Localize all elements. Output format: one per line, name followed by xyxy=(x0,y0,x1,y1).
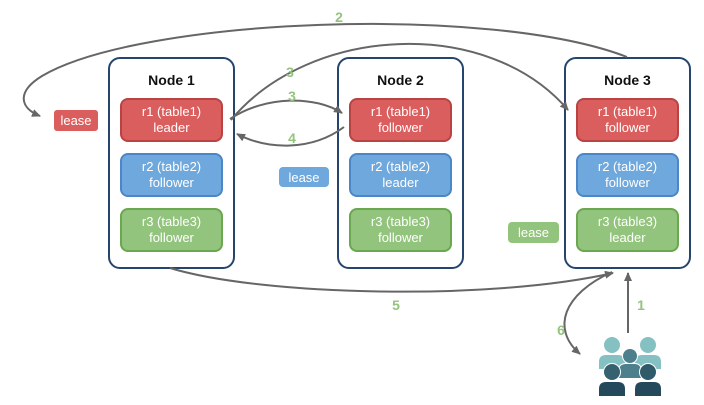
node-1-replica-r1: r1 (table1) leader xyxy=(120,98,223,142)
user-head xyxy=(639,336,657,354)
node-3-replica-r1: r1 (table1) follower xyxy=(576,98,679,142)
replica-role: leader xyxy=(609,230,646,245)
replica-role: follower xyxy=(378,120,423,135)
user-body xyxy=(634,354,662,370)
node-3: Node 3 r1 (table1) follower r2 (table2) … xyxy=(564,57,691,269)
node-2-replica-r2: r2 (table2) leader xyxy=(349,153,452,197)
step-label-3-upper: 3 xyxy=(286,64,294,80)
user-head xyxy=(622,348,638,364)
step-label-3-lower: 3 xyxy=(288,88,296,104)
replica-role: follower xyxy=(605,175,650,190)
replica-name: r3 (table3) xyxy=(370,214,431,229)
lease-badge-table1: lease xyxy=(52,108,100,133)
arrow-step-5 xyxy=(169,267,614,293)
user-head xyxy=(603,336,621,354)
node-3-replica-r3: r3 (table3) leader xyxy=(576,208,679,252)
replica-role: leader xyxy=(382,175,419,190)
node-2-replica-r1: r1 (table1) follower xyxy=(349,98,452,142)
replica-role: follower xyxy=(378,230,423,245)
users-group-icon xyxy=(598,336,662,397)
node-3-title: Node 3 xyxy=(604,72,651,88)
user-head xyxy=(603,363,621,381)
step-label-4: 4 xyxy=(288,130,296,146)
step-label-5: 5 xyxy=(392,297,400,313)
user-body xyxy=(598,381,626,397)
lease-badge-table2: lease xyxy=(278,166,330,188)
replica-role: follower xyxy=(149,230,194,245)
user-body xyxy=(634,381,662,397)
node-1-replica-r2: r2 (table2) follower xyxy=(120,153,223,197)
user-body xyxy=(598,354,626,370)
node-1-title: Node 1 xyxy=(148,72,195,88)
node-1: Node 1 r1 (table1) leader r2 (table2) fo… xyxy=(108,57,235,269)
arrow-step-6 xyxy=(563,271,613,355)
node-2: Node 2 r1 (table1) follower r2 (table2) … xyxy=(337,57,464,269)
replica-name: r1 (table1) xyxy=(141,104,202,119)
replica-name: r2 (table2) xyxy=(597,159,658,174)
node-2-title: Node 2 xyxy=(377,72,424,88)
replica-name: r2 (table2) xyxy=(141,159,202,174)
replica-name: r1 (table1) xyxy=(597,104,658,119)
replica-name: r1 (table1) xyxy=(370,104,431,119)
replica-name: r2 (table2) xyxy=(370,159,431,174)
node-3-replica-r2: r2 (table2) follower xyxy=(576,153,679,197)
replica-name: r3 (table3) xyxy=(597,214,658,229)
lease-badge-table3: lease xyxy=(507,221,560,244)
step-label-1: 1 xyxy=(637,297,645,313)
replica-name: r3 (table3) xyxy=(141,214,202,229)
node-2-replica-r3: r3 (table3) follower xyxy=(349,208,452,252)
user-head xyxy=(639,363,657,381)
step-label-2: 2 xyxy=(335,9,343,25)
replica-role: leader xyxy=(153,120,190,135)
node-1-replica-r3: r3 (table3) follower xyxy=(120,208,223,252)
replica-role: follower xyxy=(605,120,650,135)
replica-role: follower xyxy=(149,175,194,190)
step-label-6: 6 xyxy=(557,322,565,338)
user-body xyxy=(618,363,642,379)
